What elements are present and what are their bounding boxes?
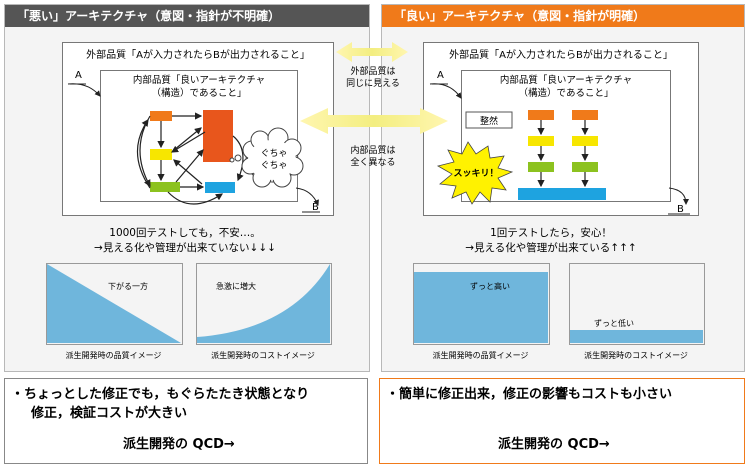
- input-arrow: [67, 83, 101, 97]
- orange-module: [150, 111, 172, 121]
- chart-label: 急激に増大: [216, 282, 256, 291]
- chart-caption: 派生開発時の品質イメージ: [432, 351, 529, 360]
- bad-conclusion: ・ちょっとした修正でも，もぐらたたき状態となり 修正，検証コストが大きい 派生開…: [4, 378, 368, 464]
- red-module: [203, 110, 233, 162]
- chart-cost-good: [569, 263, 705, 345]
- conclusion-line-1: ・ちょっとした修正でも，もぐらたたき状態となり: [11, 387, 310, 402]
- internal-quality-label-2: （構造）であること」: [151, 88, 247, 99]
- green-module: [150, 182, 180, 192]
- output-b-label: B: [677, 204, 684, 215]
- output-arrow: [295, 187, 319, 206]
- different-arrow: [300, 108, 448, 134]
- chart-label: ずっと低い: [594, 319, 634, 328]
- external-quality-label: 外部品質「Aが入力されたらBが出力されること」: [449, 50, 673, 61]
- starburst-shape: [436, 141, 514, 205]
- good-conclusion: ・簡単に修正出来，修正の影響もコストも小さい 派生開発の QCD→: [379, 378, 745, 464]
- panel-title: 「悪い」アーキテクチャ（意図・指針が不明確）: [5, 5, 369, 27]
- chart-area: [197, 264, 330, 343]
- internal-quality-label-2: （構造）であること」: [518, 88, 614, 99]
- input-a-label: A: [437, 70, 444, 81]
- internal-quality-label-1: 内部品質「良いアーキテクチャ: [132, 75, 266, 86]
- qcd-result: 派生開発の QCD→: [498, 437, 610, 452]
- chart-cost-bad: [196, 263, 332, 345]
- chart-label: 下がる一方: [108, 282, 148, 291]
- same-label: 外部品質は 同じに見える: [346, 67, 400, 89]
- external-quality-label: 外部品質「Aが入力されたらBが出力されること」: [86, 50, 310, 61]
- tidy-tag-label: 整然: [479, 117, 498, 127]
- burst-label: スッキリ！: [453, 169, 499, 179]
- chart-area: [570, 330, 703, 343]
- blue-module: [205, 182, 235, 193]
- conclusion-line-2: 修正，検証コストが大きい: [31, 406, 188, 421]
- chart-area: [47, 264, 181, 343]
- qcd-result: 派生開発の QCD→: [123, 437, 235, 452]
- chart-quality-good: [413, 263, 550, 345]
- chart-quality-bad: [46, 263, 183, 345]
- tidy-column-2: [572, 110, 598, 172]
- chart-caption: 派生開発時の品質イメージ: [65, 351, 162, 360]
- yellow-module: [150, 149, 172, 160]
- chart-caption: 派生開発時のコストイメージ: [584, 351, 688, 360]
- chart-area: [414, 272, 548, 343]
- chart-caption: 派生開発時のコストイメージ: [211, 351, 315, 360]
- right-caption: 1回テストしたら，安心！ →見える化や管理が出来ている↑↑↑: [465, 227, 637, 254]
- left-caption: 1000回テストしても，不安…。 →見える化や管理が出来ていない↓↓↓: [94, 227, 276, 254]
- tidy-base-module: [518, 188, 606, 200]
- internal-quality-label-1: 内部品質「良いアーキテクチャ: [499, 75, 633, 86]
- tidy-column-1: [528, 110, 554, 172]
- same-arrow: [336, 42, 408, 62]
- conclusion-line-1: ・簡単に修正出来，修正の影響もコストも小さい: [386, 387, 673, 402]
- different-label: 内部品質は 全く異なる: [350, 146, 396, 168]
- panel-title: 「良い」アーキテクチャ（意図・指針が明確）: [382, 5, 744, 27]
- tidy-tag-box: [465, 111, 513, 129]
- output-b-label: B: [312, 202, 319, 213]
- bubble-text: ぐちゃ ぐちゃ: [260, 149, 288, 171]
- chart-label: ずっと高い: [470, 282, 510, 291]
- input-a-label: A: [75, 70, 82, 81]
